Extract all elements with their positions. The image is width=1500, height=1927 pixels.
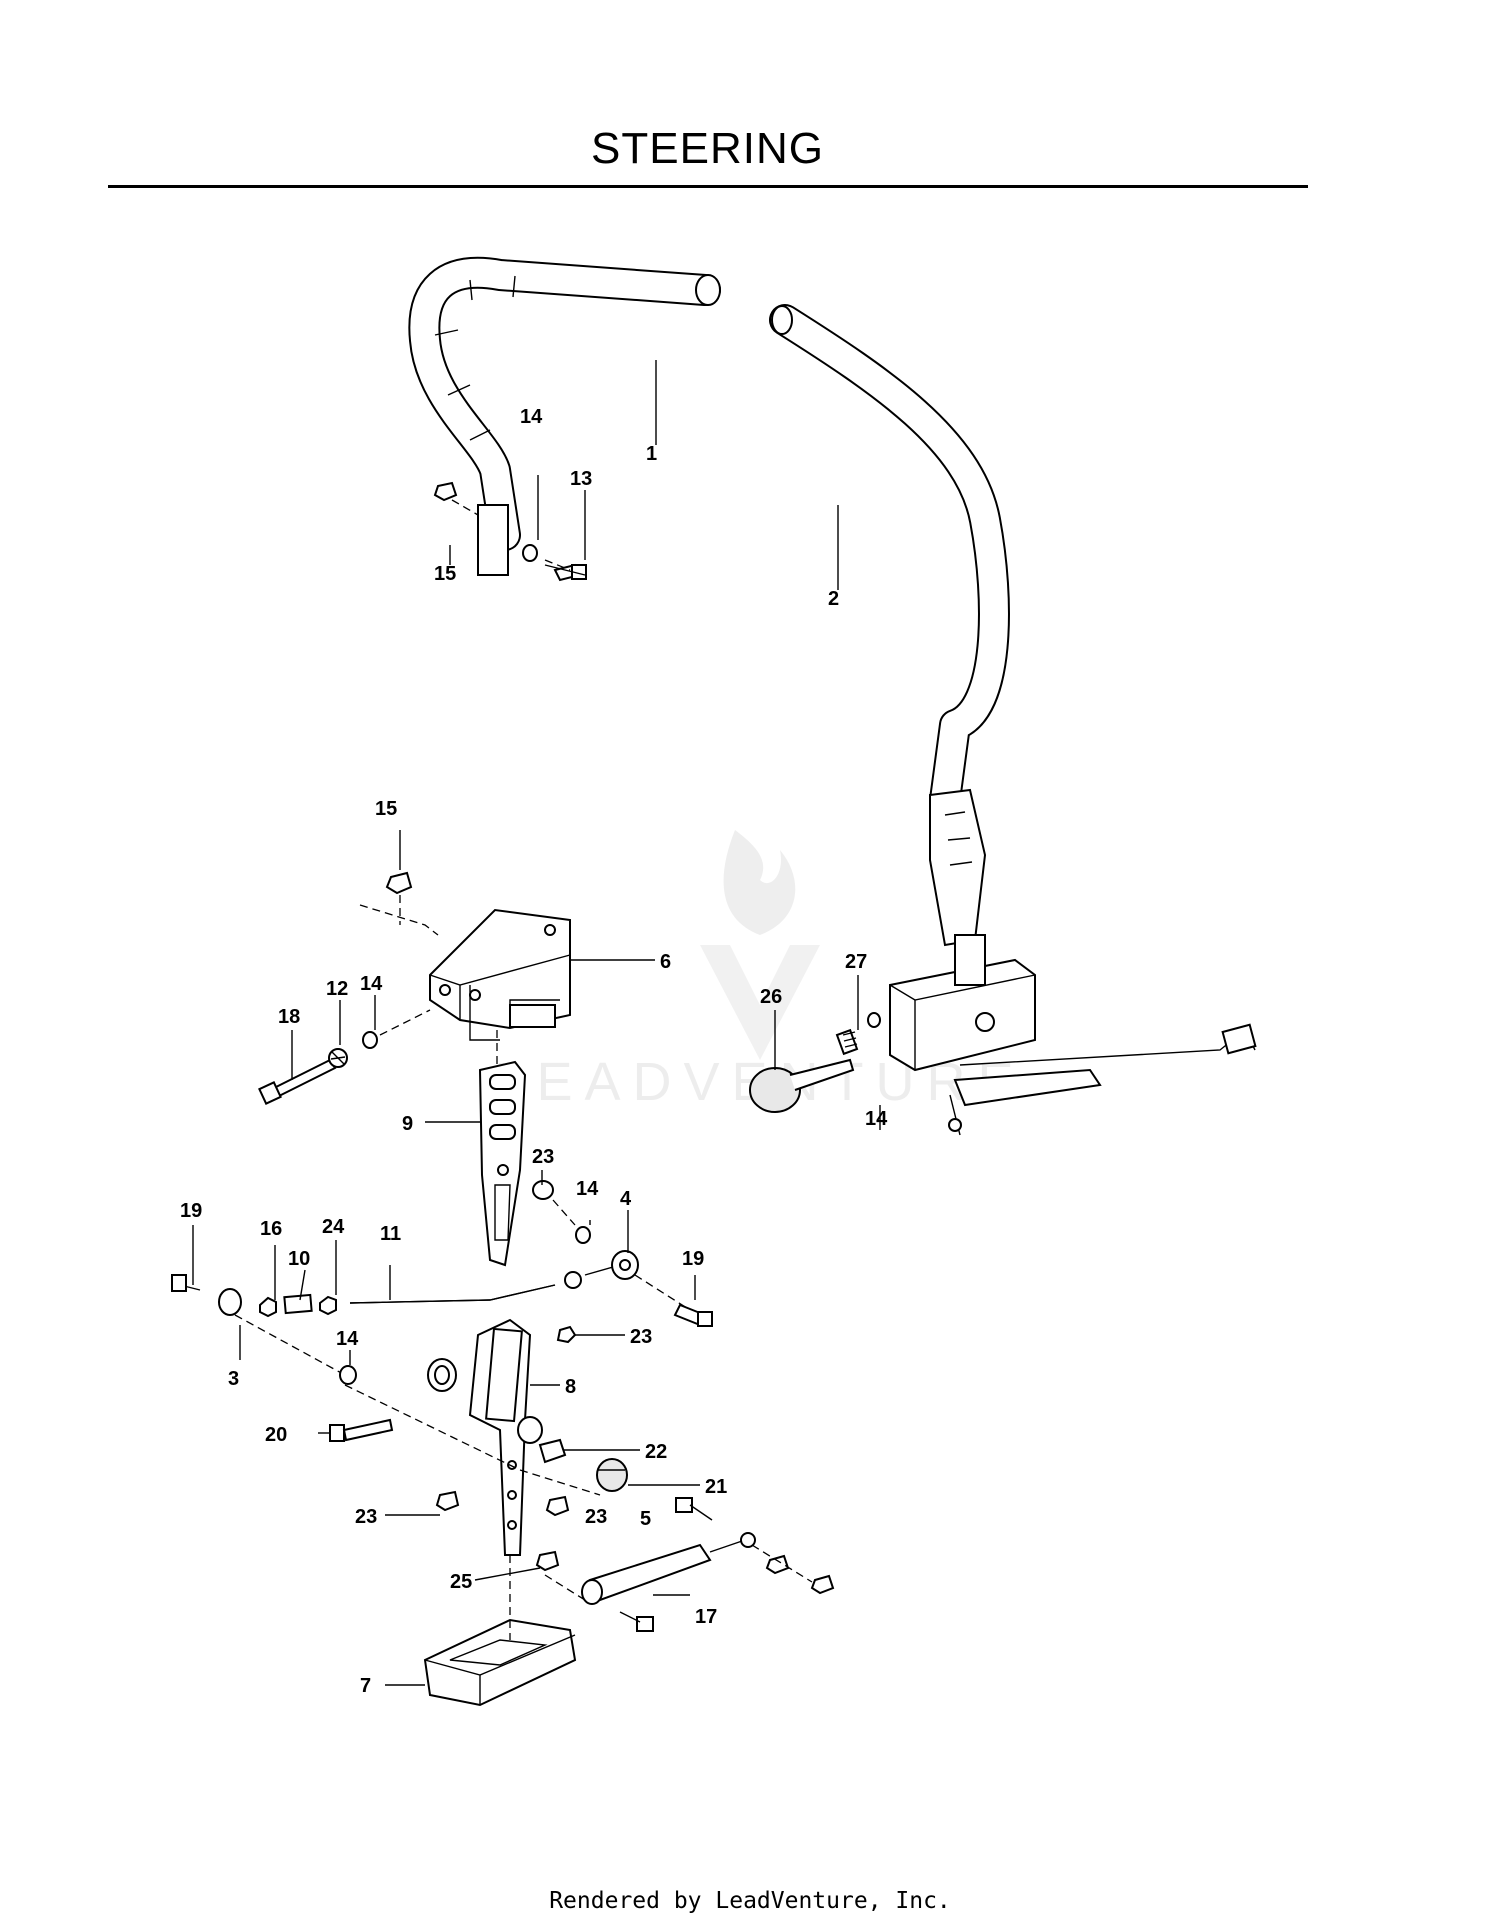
callout-17: 17 — [695, 1606, 717, 1628]
callout-16: 16 — [260, 1218, 282, 1240]
callout-11: 11 — [380, 1223, 401, 1245]
cylinder-5 — [581, 1497, 835, 1632]
callout-18: 18 — [278, 1006, 300, 1028]
nut-15-bracket — [359, 871, 439, 936]
washers-14 — [522, 544, 587, 582]
bracket-6 — [429, 908, 571, 1041]
title-rule — [108, 185, 1308, 188]
callout-14-d: 14 — [576, 1178, 599, 1200]
callout-15-a: 15 — [434, 563, 456, 585]
footer-credit: Rendered by LeadVenture, Inc. — [549, 1888, 951, 1914]
callout-19-b: 19 — [682, 1248, 704, 1270]
knob-and-spring — [749, 1012, 881, 1113]
leader-lines — [192, 360, 881, 1686]
callout-14-b: 14 — [360, 973, 383, 995]
callout-19-a: 19 — [180, 1200, 202, 1222]
steering-diagram: LEADVENTURE — [171, 256, 1257, 1707]
callout-5: 5 — [640, 1508, 651, 1530]
bolt-13 — [544, 564, 586, 576]
callout-10: 10 — [288, 1248, 310, 1270]
callout-6: 6 — [660, 951, 671, 973]
callout-13: 13 — [570, 468, 592, 490]
handle-right — [769, 304, 1010, 947]
callout-labels: 1 2 3 4 5 6 7 8 9 10 11 12 13 14 14 14 1… — [180, 406, 888, 1697]
callout-4: 4 — [620, 1188, 632, 1210]
callout-23-d: 23 — [585, 1506, 607, 1528]
rod-11-linkage — [171, 1180, 713, 1385]
callout-26: 26 — [760, 986, 782, 1008]
callout-14-a: 14 — [520, 406, 543, 428]
callout-14-e: 14 — [336, 1328, 359, 1350]
callout-1: 1 — [646, 443, 657, 465]
callout-20: 20 — [265, 1424, 287, 1446]
callout-24: 24 — [322, 1216, 345, 1238]
callout-23-b: 23 — [630, 1326, 652, 1348]
bolt-18-set — [258, 1009, 431, 1105]
callout-14-c: 14 — [865, 1108, 888, 1130]
arm-8 — [344, 1318, 628, 1601]
callout-27: 27 — [845, 951, 867, 973]
base-7 — [423, 1555, 577, 1707]
page-title: STEERING — [591, 124, 824, 173]
right-control-box — [889, 934, 1257, 1136]
callout-12: 12 — [326, 978, 348, 1000]
callout-8: 8 — [565, 1376, 576, 1398]
callout-23-a: 23 — [532, 1146, 554, 1168]
callout-25: 25 — [450, 1571, 472, 1593]
callout-23-c: 23 — [355, 1506, 377, 1528]
callout-21: 21 — [705, 1476, 727, 1498]
lever-9 — [478, 1030, 527, 1267]
callout-22: 22 — [645, 1441, 667, 1463]
callout-15-b: 15 — [375, 798, 397, 820]
callout-2: 2 — [828, 588, 839, 610]
nut-15-top — [433, 481, 479, 516]
callout-7: 7 — [360, 1675, 371, 1697]
callout-3: 3 — [228, 1368, 239, 1390]
callout-9: 9 — [402, 1113, 413, 1135]
handle-left — [408, 256, 721, 576]
bolt-20 — [329, 1418, 394, 1442]
